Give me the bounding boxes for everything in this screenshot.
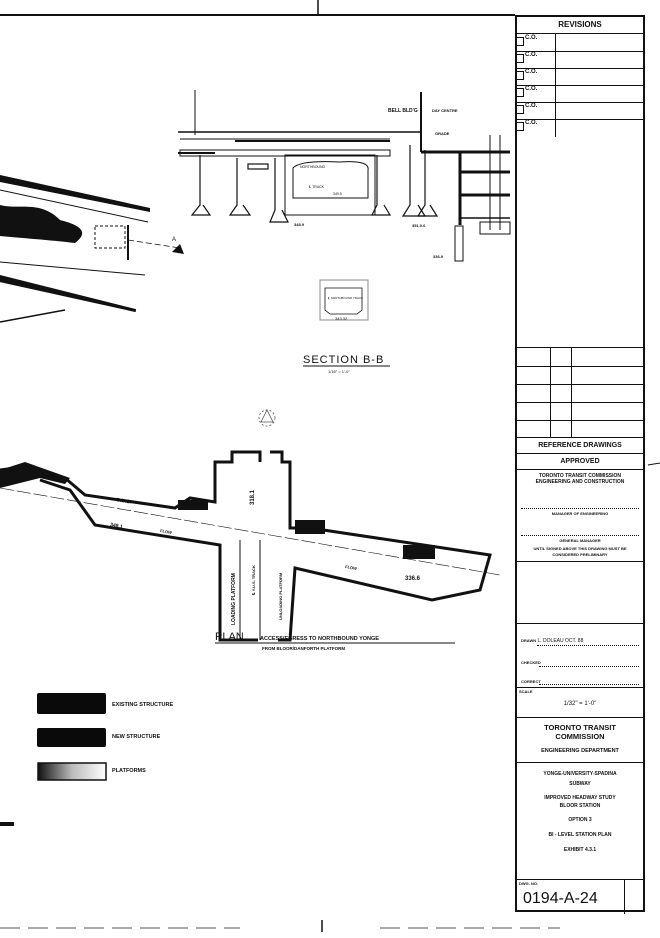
plan-subtitle: ACCESS/EGRESS TO NORTHBOUND YONGE bbox=[260, 636, 379, 642]
scale-label: SCALE bbox=[519, 689, 533, 694]
project-line: IMPROVED HEADWAY STUDY bbox=[544, 795, 616, 801]
dwg-no: 0194-A-24 bbox=[523, 890, 598, 907]
legend-swatch-new bbox=[37, 728, 106, 747]
blank-box bbox=[517, 562, 643, 624]
approval-block: TORONTO TRANSIT COMMISSION ENGINEERING A… bbox=[517, 470, 643, 562]
plan-view: ← B.D.S. 348.1 FLOW FLOW 336.6 318.1 LOA… bbox=[0, 450, 501, 651]
svg-text:PLATFORMS: PLATFORMS bbox=[112, 768, 146, 774]
project-line: SUBWAY bbox=[569, 781, 591, 787]
drawing-title: BI - LEVEL STATION PLAN bbox=[548, 832, 612, 838]
legend: EXISTING STRUCTURE NEW STRUCTURE PLATFOR… bbox=[0, 693, 173, 826]
org-name: COMMISSION bbox=[555, 732, 605, 741]
north-arrow-icon bbox=[258, 409, 276, 427]
svg-text:FLOW: FLOW bbox=[160, 528, 173, 535]
gm-signature-line[interactable] bbox=[521, 535, 639, 536]
svg-text:348.1: 348.1 bbox=[110, 522, 124, 530]
revision-row: C.O. bbox=[517, 68, 643, 86]
svg-text:LOADING PLATFORM: LOADING PLATFORM bbox=[231, 573, 237, 625]
svg-text:349.5: 349.5 bbox=[333, 192, 342, 196]
svg-text:336.9: 336.9 bbox=[433, 254, 444, 259]
svg-text:A: A bbox=[172, 237, 176, 243]
section-b-b: NORTHBOUND ℄ TRACK 349.5 BELL BLD'G DAY … bbox=[178, 90, 511, 374]
svg-text:UNLOADING PLATFORM: UNLOADING PLATFORM bbox=[278, 572, 283, 620]
svg-text:EXISTING STRUCTURE: EXISTING STRUCTURE bbox=[112, 702, 173, 708]
approval-org: TORONTO TRANSIT COMMISSION bbox=[538, 473, 622, 479]
manager-signature-line[interactable] bbox=[521, 508, 639, 509]
revision-row: C.O. bbox=[517, 34, 643, 52]
svg-text:FLOW: FLOW bbox=[345, 564, 358, 571]
revisions-header: REVISIONS bbox=[517, 17, 643, 34]
revision-row: C.O. bbox=[517, 51, 643, 69]
legend-swatch-existing bbox=[37, 693, 106, 714]
project-block: YONGE-UNIVERSITY-SPADINA SUBWAY IMPROVED… bbox=[517, 763, 643, 880]
svg-text:NEW STRUCTURE: NEW STRUCTURE bbox=[112, 734, 161, 740]
preliminary-note: CONSIDERED PRELIMINARY bbox=[552, 552, 608, 557]
drawn-checked-block: DRAWN L. DOLEAU OCT. 88 CHECKED CORRECT bbox=[517, 624, 643, 688]
revision-row: C.O. bbox=[517, 119, 643, 137]
revision-row: C.O. bbox=[517, 85, 643, 103]
svg-text:NORTHBOUND: NORTHBOUND bbox=[300, 165, 325, 169]
plan-title: PLAN bbox=[215, 631, 244, 643]
svg-text:℄ Y.U.S. TRACK: ℄ Y.U.S. TRACK bbox=[251, 565, 256, 596]
project-line: YONGE-UNIVERSITY-SPADINA bbox=[543, 771, 617, 777]
scale-value: 1/32" = 1'-0" bbox=[563, 701, 597, 707]
dwg-no-label: DWG. NO. bbox=[519, 881, 539, 886]
svg-text:℄ TRACK: ℄ TRACK bbox=[308, 185, 325, 189]
drawn-label: DRAWN bbox=[521, 638, 537, 643]
reference-grid bbox=[517, 347, 643, 438]
svg-text:DAY CENTRE: DAY CENTRE bbox=[432, 108, 458, 113]
project-line: OPTION 3 bbox=[568, 817, 592, 823]
left-tunnel-detail: A bbox=[0, 175, 184, 323]
organization-block: TORONTO TRANSIT COMMISSION ENGINEERING D… bbox=[517, 718, 643, 763]
plan-subtitle: FROM BLOOR/DANFORTH PLATFORM bbox=[262, 646, 345, 651]
org-name: TORONTO TRANSIT bbox=[544, 723, 616, 732]
legend-swatch-platforms bbox=[37, 762, 107, 781]
section-title: SECTION B-B bbox=[303, 354, 384, 366]
reference-drawings-label: REFERENCE DRAWINGS bbox=[517, 437, 643, 454]
project-line: BLOOR STATION bbox=[559, 803, 601, 809]
svg-text:GRADE: GRADE bbox=[435, 131, 450, 136]
correct-label: CORRECT bbox=[521, 679, 541, 684]
scale-block: SCALE 1/32" = 1'-0" bbox=[517, 688, 643, 718]
approval-org: ENGINEERING AND CONSTRUCTION bbox=[535, 479, 625, 485]
exhibit-number: EXHIBIT 4.3.1 bbox=[563, 847, 597, 853]
manager-label: MANAGER OF ENGINEERING bbox=[551, 511, 609, 516]
drawn-value: L. DOLEAU OCT. 88 bbox=[537, 638, 584, 644]
dwg-no-block: DWG. NO. 0194-A-24 bbox=[517, 880, 643, 914]
svg-text:351.0.6: 351.0.6 bbox=[412, 223, 426, 228]
approved-label: APPROVED bbox=[517, 454, 643, 470]
svg-text:318.1: 318.1 bbox=[250, 489, 256, 505]
svg-text:336.6: 336.6 bbox=[405, 576, 421, 582]
preliminary-note: UNTIL SIGNED ABOVE THIS DRAWING MUST BE bbox=[533, 546, 627, 551]
checked-label: CHECKED bbox=[521, 660, 541, 665]
title-block: REVISIONS C.O. C.O. C.O. C.O. C.O. C.O. … bbox=[515, 15, 645, 914]
section-scale: 1/16" = 1'-0" bbox=[328, 369, 350, 374]
svg-text:℄ NORTHBOUND TRACK: ℄ NORTHBOUND TRACK bbox=[327, 296, 363, 300]
revision-row: C.O. bbox=[517, 102, 643, 120]
svg-text:← B.D.S.: ← B.D.S. bbox=[110, 496, 132, 506]
svg-text:348.9: 348.9 bbox=[294, 222, 305, 227]
svg-text:343.32: 343.32 bbox=[335, 316, 348, 321]
svg-text:BELL BLD'G: BELL BLD'G bbox=[388, 108, 418, 114]
gm-label: GENERAL MANAGER bbox=[559, 538, 601, 543]
department: ENGINEERING DEPARTMENT bbox=[541, 748, 619, 754]
